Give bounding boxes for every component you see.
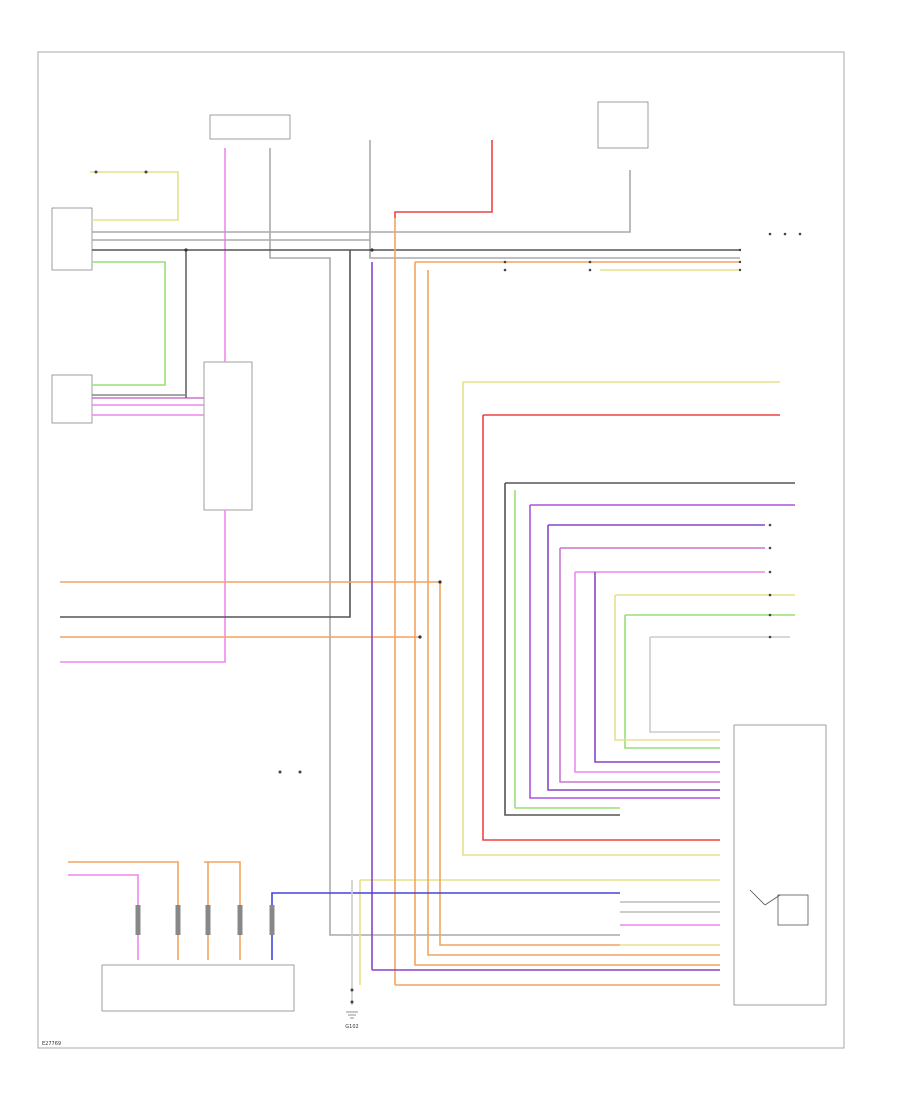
pink-wires — [60, 148, 226, 960]
gray-wires — [60, 140, 795, 936]
diagram-frame — [37, 51, 845, 1049]
transmission-control-module-box — [101, 964, 295, 1012]
right-fuse-box — [597, 101, 649, 149]
brake-light-switch-box — [51, 207, 93, 271]
brake-control-switch-box — [51, 374, 93, 424]
left-fuse-box — [209, 114, 291, 140]
footer-code: E27769 — [42, 1041, 61, 1047]
connector-pins — [94, 170, 802, 1004]
purple-wires — [371, 262, 795, 971]
ground-code: G102 — [345, 1024, 358, 1030]
green-wires — [92, 261, 795, 809]
light-wires — [351, 636, 790, 1005]
blue-wires — [271, 892, 620, 960]
selector-switch-symbol — [749, 889, 809, 926]
junction-dots — [184, 248, 442, 639]
inline-connector-box — [203, 361, 253, 511]
tcm-connector-marks — [135, 905, 275, 935]
orange-wires — [60, 218, 740, 986]
ground-symbol — [346, 1011, 358, 1019]
yellow-wires — [90, 171, 795, 985]
selector-lever-module-box — [733, 724, 827, 1006]
red-wires — [394, 140, 780, 841]
